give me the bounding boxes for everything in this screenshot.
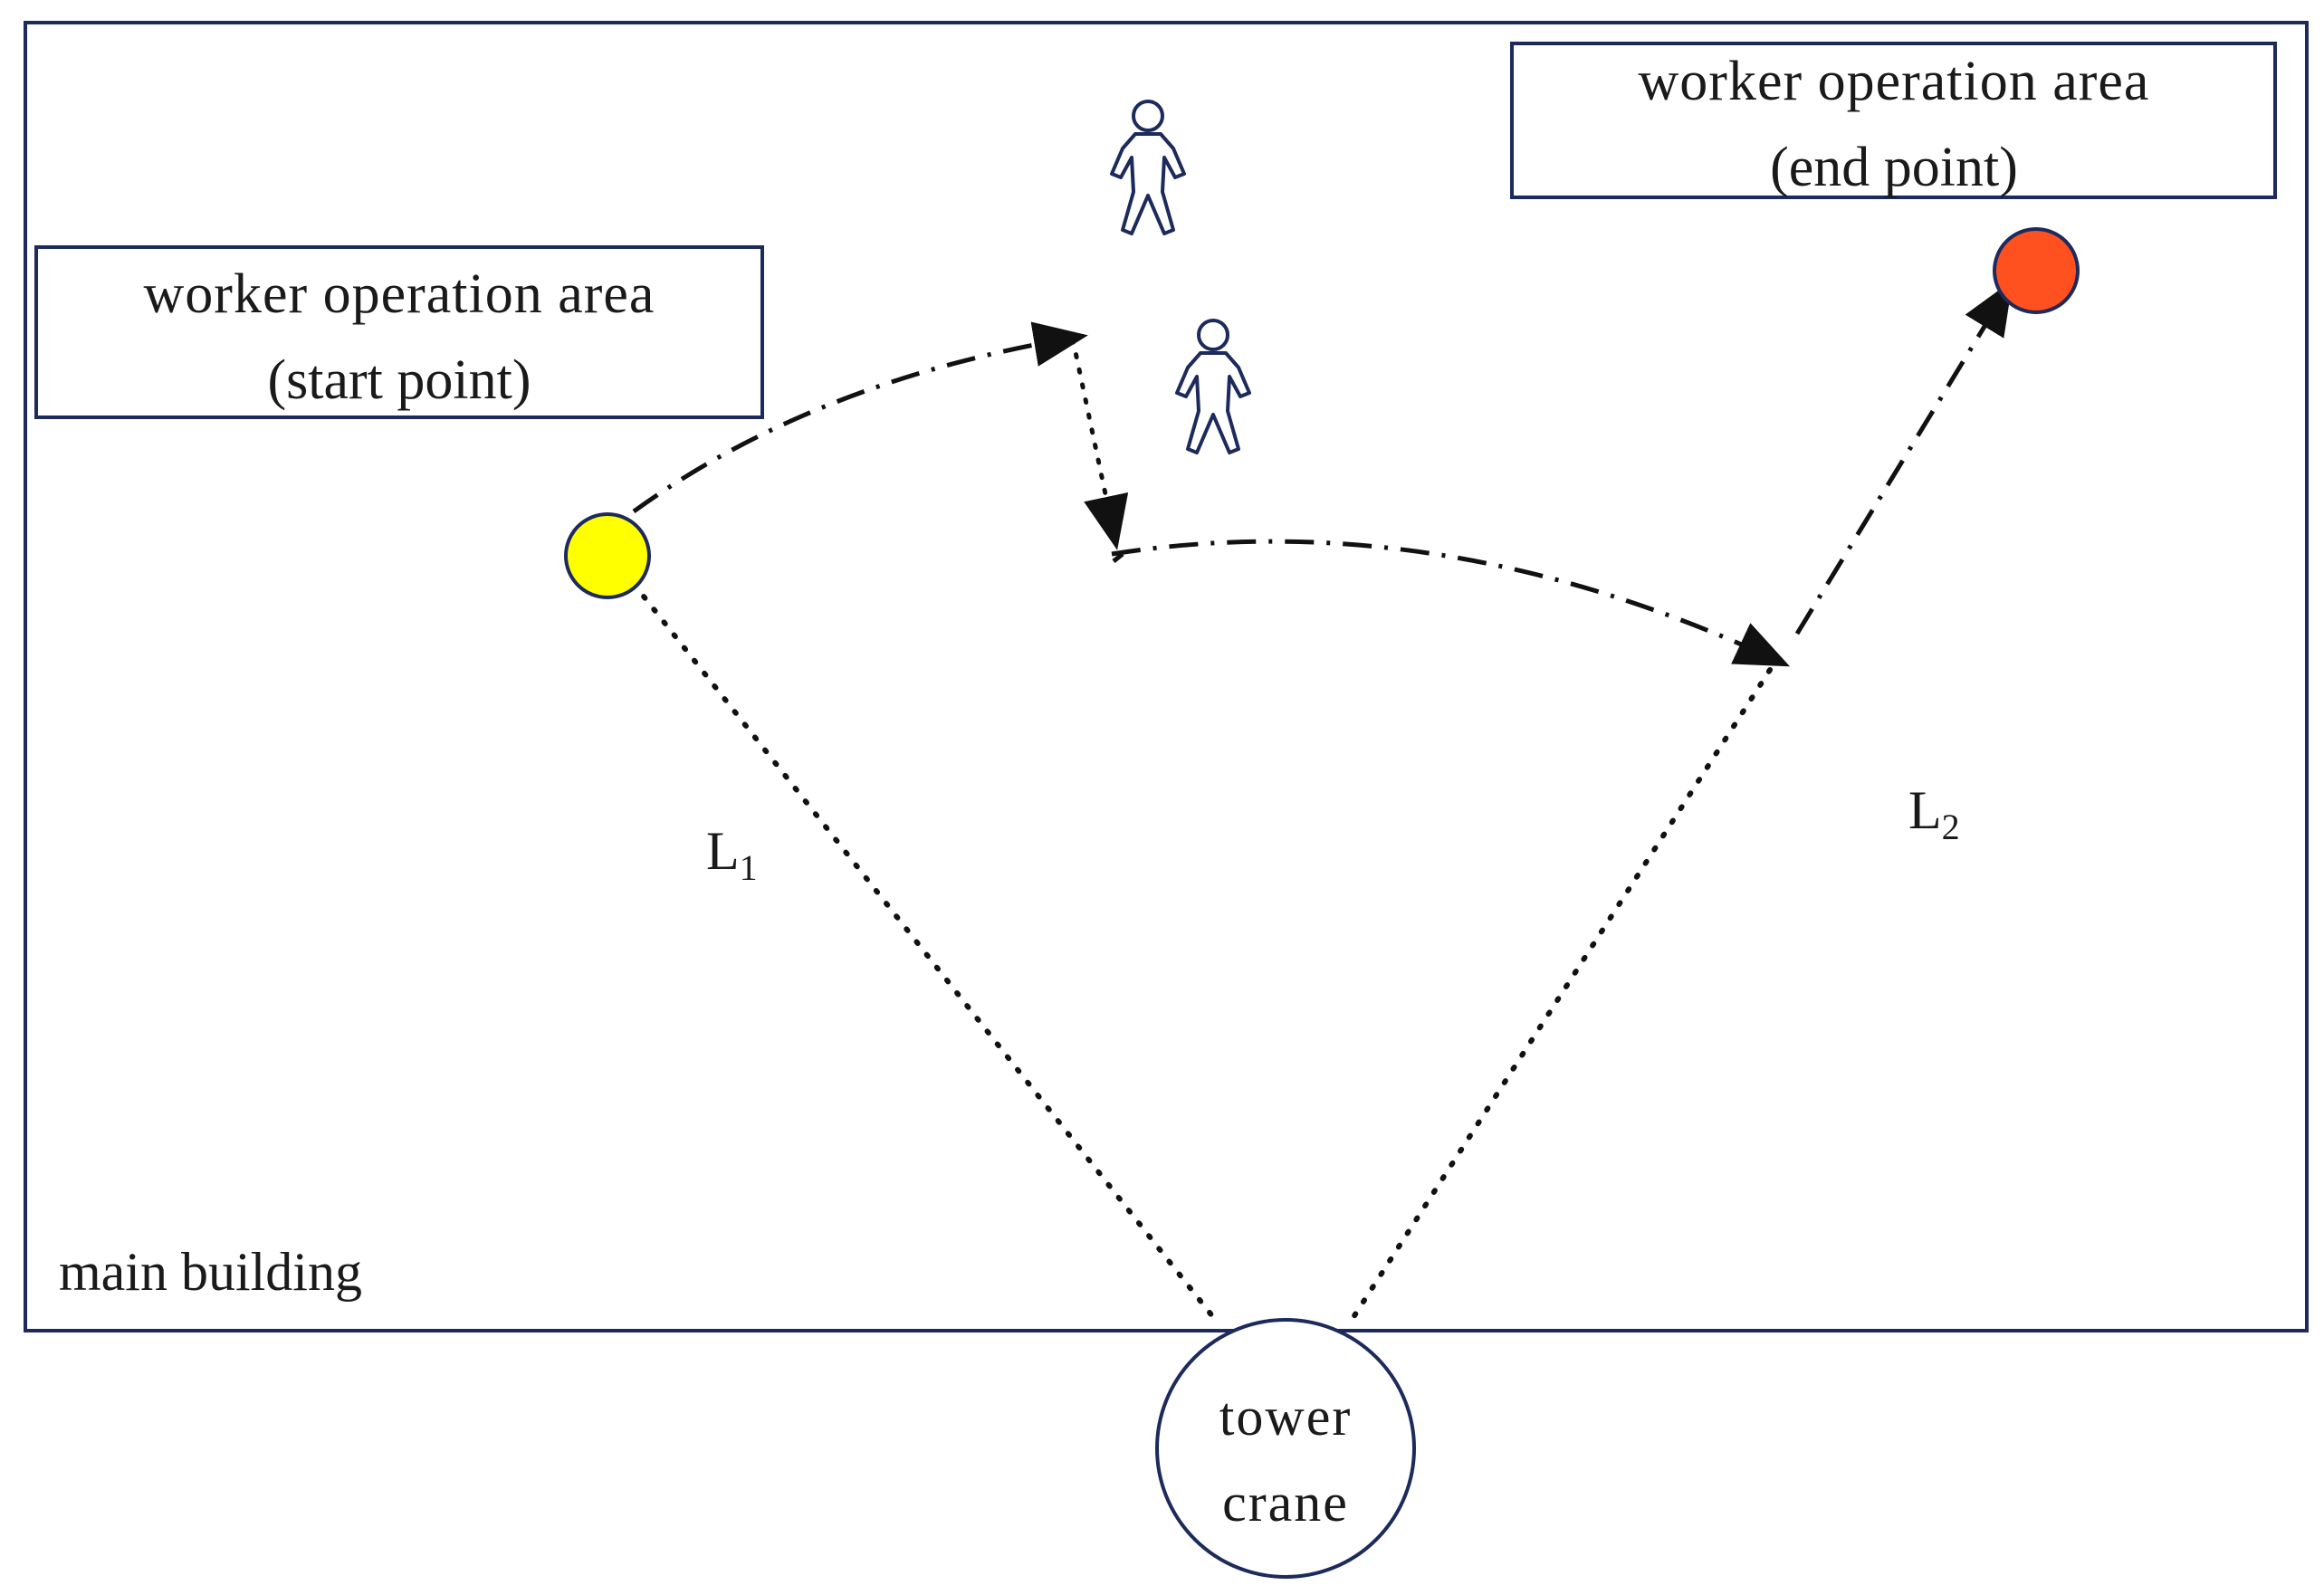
trolley-path-arrow [1070,337,1129,550]
tower-crane-label-line1: tower [1219,1387,1353,1447]
start-area-label-line2: (start point) [268,349,531,411]
end-area-label-line1: worker operation area [1639,51,2150,112]
end-point-marker [1993,227,2080,314]
main-building-frame [24,21,2309,1332]
final-path-arrow [1794,280,2013,635]
radius-line-l1 [631,581,1216,1320]
end-area-box: worker operation area (end point) [1510,42,2277,199]
slew-path-arrow [1111,539,1791,667]
tower-crane-node: tower crane [1155,1318,1416,1579]
start-point-marker [564,512,651,599]
tower-crane-label-line2: crane [1222,1473,1349,1533]
end-area-label-line2: (end point) [1770,137,2018,198]
length-label-l1: L1 [706,821,758,888]
radius-line-l2 [1351,667,1773,1320]
trolley-corner-mark [1112,552,1124,563]
worker-person-icon-1 [1110,100,1186,235]
start-area-label-line1: worker operation area [144,263,655,325]
worker-person-icon-2 [1175,319,1251,454]
length-label-l2: L2 [1908,780,1960,847]
start-area-box: worker operation area (start point) [34,245,764,419]
lift-path-arrow-1 [632,321,1088,514]
main-building-label: main building [59,1242,362,1302]
